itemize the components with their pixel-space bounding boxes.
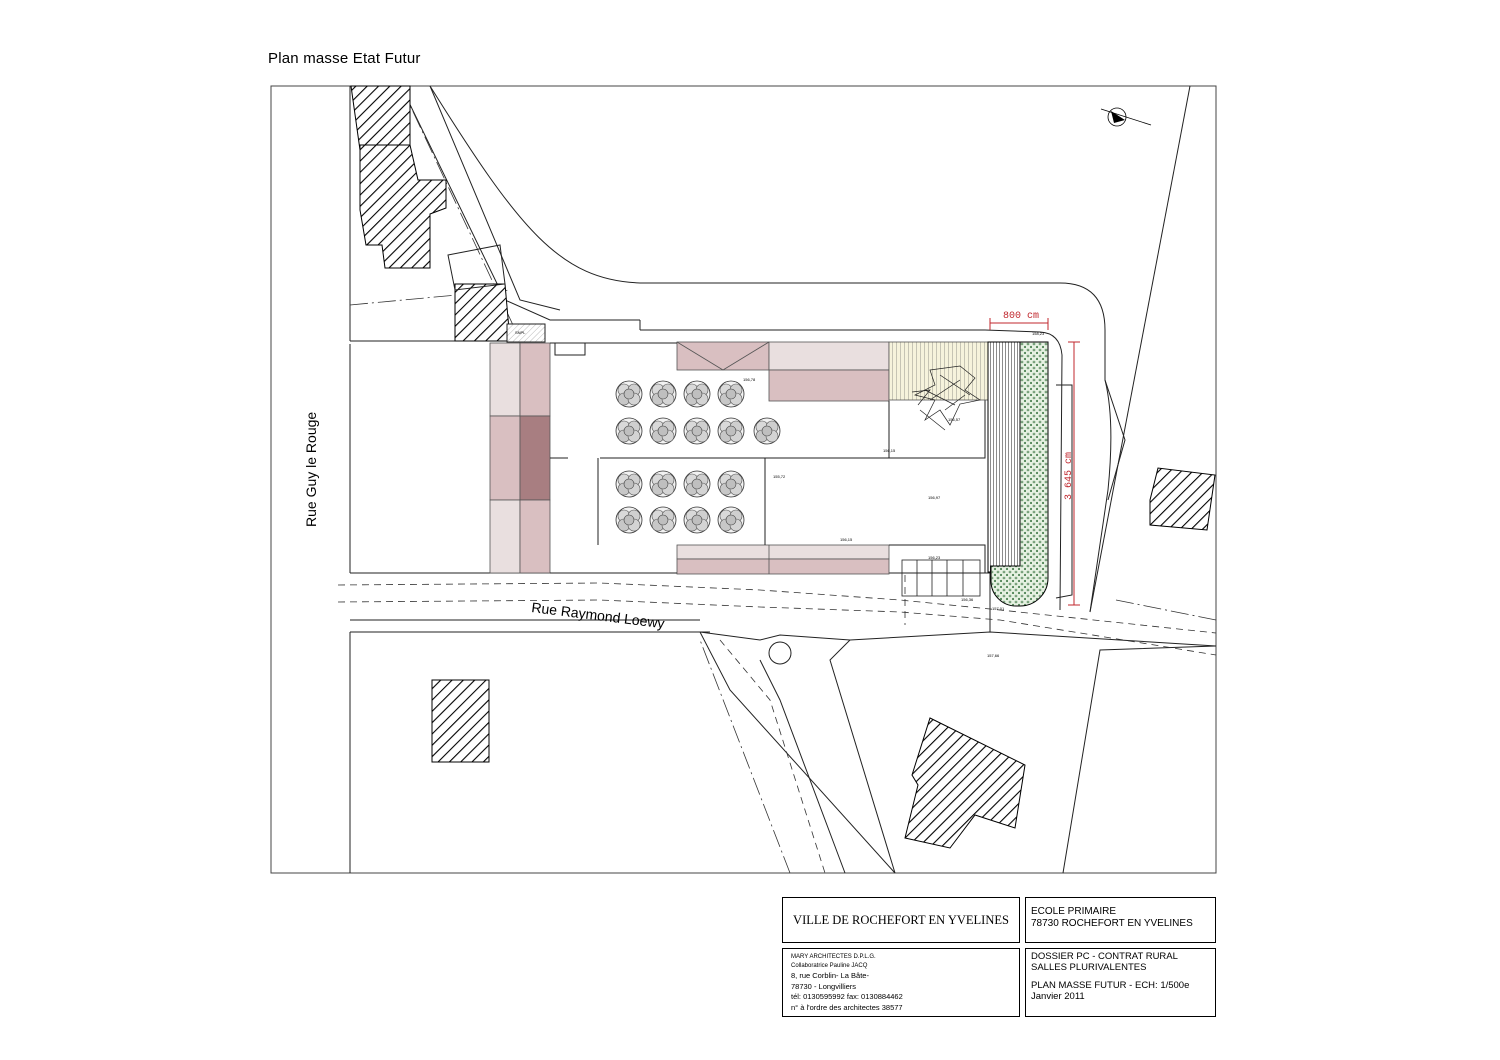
north-arrow-icon: [1100, 107, 1152, 127]
spot-level: 156,15: [840, 537, 853, 542]
architect-registration: n° à l'ordre des architectes 38577: [791, 1002, 903, 1012]
dimension-height: 3 645 cm: [1064, 452, 1075, 500]
cartouche-architect: MARY ARCHITECTES D.P.L.G. Collaboratrice…: [782, 948, 1020, 1017]
spot-level: 155,72: [773, 474, 786, 479]
roundabout: [768, 641, 792, 665]
architect-phone: tél: 0130595992 fax: 0130884462: [791, 992, 903, 1001]
parking-spaces: [901, 559, 981, 597]
tree-group: [615, 380, 781, 534]
project-name: ECOLE PRIMAIRE: [1031, 906, 1117, 917]
planted-hedge: [990, 341, 1049, 607]
page-title: Plan masse Etat Futur: [268, 50, 421, 67]
commune-name: VILLE DE ROCHEFORT EN YVELINES: [793, 912, 1009, 927]
spot-level: 156,36: [961, 597, 974, 602]
spot-level: 156,57: [948, 417, 961, 422]
spot-level: SNPL: [515, 330, 526, 335]
school-north-wing: [676, 341, 890, 402]
wooden-deck: [888, 341, 989, 401]
neighbor-buildings: [350, 85, 1216, 849]
plan-date: Janvier 2011: [1031, 990, 1085, 1002]
courtyard-walls: [550, 342, 986, 574]
spot-level: 156,78: [743, 377, 756, 382]
street-label-west: Rue Guy le Rouge: [303, 412, 319, 527]
sculpture: [911, 365, 981, 431]
cartouche-project: ECOLE PRIMAIRE 78730 ROCHEFORT EN YVELIN…: [1025, 897, 1216, 943]
dimension-lines: [989, 318, 1080, 606]
dossier-subject: SALLES PLURIVALENTES: [1031, 961, 1147, 973]
architect-address-2: 78730 - Longvilliers: [791, 981, 857, 991]
cartouche-commune: VILLE DE ROCHEFORT EN YVELINES: [782, 897, 1020, 943]
road-outline: [429, 85, 1126, 613]
street-label-south: Rue Raymond Loewy: [531, 599, 666, 631]
drawing-frame: [270, 85, 1217, 874]
dossier-type: DOSSIER PC - CONTRAT RURAL: [1031, 951, 1178, 962]
architect-collaborator: Collaboratrice Pauline JACQ: [791, 963, 868, 969]
spot-level: 158,23: [1032, 331, 1045, 336]
access-ramp: [987, 341, 1021, 573]
architect-name: MARY ARCHITECTES D.P.L.G.: [791, 954, 876, 960]
spot-level: 157,01: [992, 606, 1005, 611]
school-west-wing: [489, 342, 551, 574]
neighbor-outlines: [447, 244, 546, 343]
project-address: 78730 ROCHEFORT EN YVELINES: [1031, 918, 1193, 929]
spot-level: 156,23: [928, 555, 941, 560]
spot-level: 157,66: [987, 653, 1000, 658]
dimension-width: 800 cm: [1003, 311, 1039, 322]
road-centerlines: [337, 575, 1217, 874]
cartouche-dossier: DOSSIER PC - CONTRAT RURAL SALLES PLURIV…: [1025, 948, 1216, 1017]
school-south-wing: [676, 544, 890, 575]
spot-level: 156,15: [883, 448, 896, 453]
spot-level: 156,97: [928, 495, 941, 500]
architect-address-1: 8, rue Corblin- La Bâte-: [791, 971, 869, 980]
plan-scale: PLAN MASSE FUTUR - ECH: 1/500e: [1031, 980, 1190, 991]
